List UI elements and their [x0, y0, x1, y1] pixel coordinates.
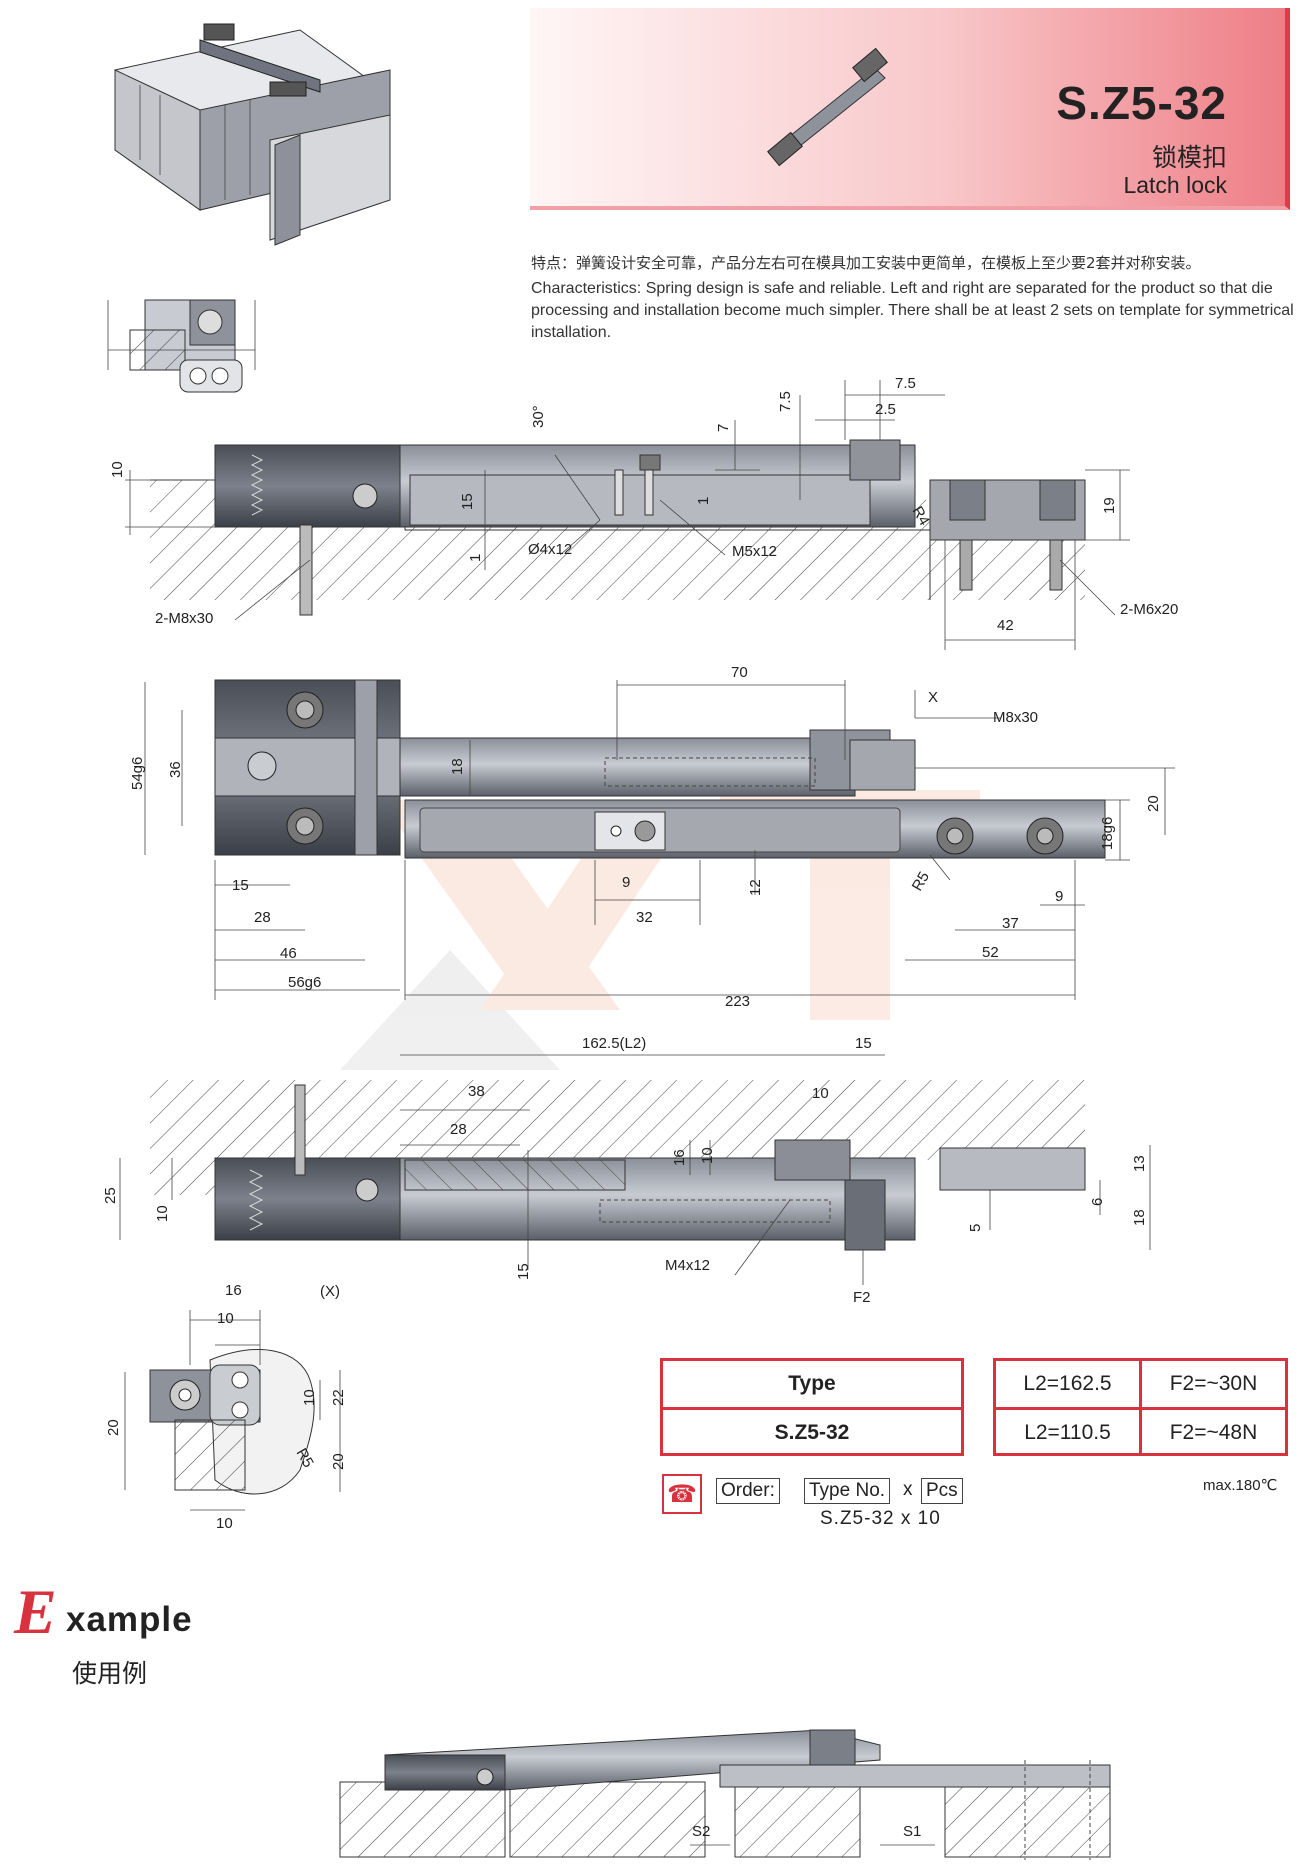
detail-labels: 16 10 (X) 10 22 20 R5 20 10: [105, 1282, 347, 1532]
spec-row: L2=162.5 F2=~30N: [996, 1361, 1285, 1407]
dim-label: M4x12: [665, 1257, 710, 1274]
dim-label: 20: [330, 1453, 347, 1470]
dim-label: 13: [1131, 1155, 1148, 1172]
dim-label: 7.5: [777, 391, 794, 412]
features-cn: 特点：弹簧设计安全可靠，产品分左右可在模具加工安装中更简单，在模板上至少要2套并…: [531, 254, 1201, 272]
dim-label: 42: [997, 617, 1014, 634]
type-value: S.Z5-32: [663, 1407, 961, 1456]
dim-label: 9: [1055, 888, 1063, 905]
dim-label: 2.5: [875, 401, 896, 418]
dim-label: 28: [254, 909, 271, 926]
spec-l2: L2=162.5: [1023, 1372, 1112, 1395]
dim-label: M5x12: [732, 543, 777, 560]
dim-label: 10: [301, 1389, 318, 1406]
dim-label: 20: [1145, 795, 1162, 812]
dim-label: 16: [225, 1282, 242, 1299]
dim-label: F2: [853, 1289, 871, 1306]
dim-label: 5: [967, 1224, 984, 1232]
example-heading-cn: 使用例: [72, 1659, 148, 1688]
small-section-view: [107, 299, 256, 393]
dim-label: 22: [330, 1389, 347, 1406]
isometric-view: [114, 23, 391, 246]
title-cn: 锁模扣: [1151, 143, 1227, 172]
dim-label: 1: [467, 554, 484, 562]
dim-label: 18: [1131, 1209, 1148, 1226]
spec-l2: L2=110.5: [1024, 1421, 1111, 1444]
dim-label: 7: [715, 424, 732, 432]
assembly-labels: 162.5(L2) 15 38 10 28 16 10 13 6 18 5 25…: [102, 1035, 1148, 1306]
dim-label: 19: [1101, 497, 1118, 514]
dim-label: 16: [671, 1149, 688, 1166]
dim-label: 10: [812, 1085, 829, 1102]
dim-label: 30°: [530, 405, 547, 428]
order-pcs: Pcs: [921, 1478, 963, 1504]
product-thumbnail: [767, 48, 888, 167]
dim-label: 223: [725, 993, 750, 1010]
assembly-view: [119, 1054, 1151, 1285]
dim-label: 15: [515, 1263, 532, 1280]
side-view: [125, 380, 1130, 650]
type-box: Type S.Z5-32: [660, 1358, 964, 1456]
dim-label: 162.5(L2): [582, 1035, 646, 1052]
dim-label: 15: [459, 493, 476, 510]
dim-label: 36: [167, 761, 184, 778]
dim-label: 10: [154, 1205, 171, 1222]
order-label: Order:: [716, 1478, 780, 1504]
max-angle: max.180℃: [1203, 1477, 1278, 1494]
dim-label: 37: [1002, 915, 1019, 932]
example-heading-letter: E: [14, 1576, 57, 1647]
type-label: Type: [788, 1372, 836, 1395]
dim-label: 15: [855, 1035, 872, 1052]
dim-label: 2-M8x30: [155, 610, 213, 627]
dim-label: 12: [747, 879, 764, 896]
top-view: [144, 679, 1175, 1000]
features-en: Characteristics: Spring design is safe a…: [531, 280, 1294, 341]
example-heading: xample: [66, 1600, 193, 1639]
dim-label: 25: [102, 1187, 119, 1204]
order-example: S.Z5-32 x 10: [820, 1508, 941, 1529]
spec-f2: F2=~48N: [1139, 1410, 1285, 1456]
example-labels: S2 S1: [692, 1823, 921, 1840]
dim-label: 20: [105, 1419, 122, 1436]
example-label-s1: S1: [903, 1823, 921, 1840]
phone-icon: ☎: [662, 1474, 702, 1514]
product-code: S.Z5-32: [1056, 77, 1227, 129]
dim-label: X: [928, 689, 938, 706]
example-label-s2: S2: [692, 1823, 710, 1840]
dim-label: M8x30: [993, 709, 1038, 726]
dim-label: 54g6: [129, 757, 146, 790]
dim-label: 38: [468, 1083, 485, 1100]
dim-label: 10: [109, 461, 126, 478]
spec-row: L2=110.5 F2=~48N: [996, 1407, 1285, 1456]
dim-label: 46: [280, 945, 297, 962]
dim-label: 10: [217, 1310, 234, 1327]
dim-label: Ø4x12: [528, 541, 572, 558]
dim-label: 2-M6x20: [1120, 601, 1178, 618]
example-view: [339, 1729, 1111, 1860]
dim-label: 32: [636, 909, 653, 926]
detail-view: [124, 1310, 341, 1511]
spec-table: L2=162.5 F2=~30N L2=110.5 F2=~48N: [993, 1358, 1288, 1456]
dim-label: (X): [320, 1283, 340, 1300]
dim-label: 15: [232, 877, 249, 894]
dim-label: 10: [699, 1147, 716, 1164]
dim-label: 52: [982, 944, 999, 961]
header-banner: S.Z5-32 锁模扣 Latch lock: [530, 8, 1290, 210]
dim-label: 1: [695, 497, 712, 505]
dim-label: 28: [450, 1121, 467, 1138]
dim-label: 7.5: [895, 375, 916, 392]
spec-f2: F2=~30N: [1139, 1361, 1285, 1407]
order-times: x: [903, 1479, 913, 1500]
dim-label: 56g6: [288, 974, 321, 991]
dim-label: 18g6: [1099, 817, 1116, 850]
order-type-no: Type No.: [804, 1478, 891, 1504]
dim-label: 18: [449, 758, 466, 775]
dim-label: 6: [1089, 1198, 1106, 1206]
title-en: Latch lock: [1123, 172, 1227, 198]
dim-label: 10: [216, 1515, 233, 1532]
dim-label: 70: [731, 664, 748, 681]
dim-label: 9: [622, 874, 630, 891]
dim-label: R5: [909, 869, 933, 894]
